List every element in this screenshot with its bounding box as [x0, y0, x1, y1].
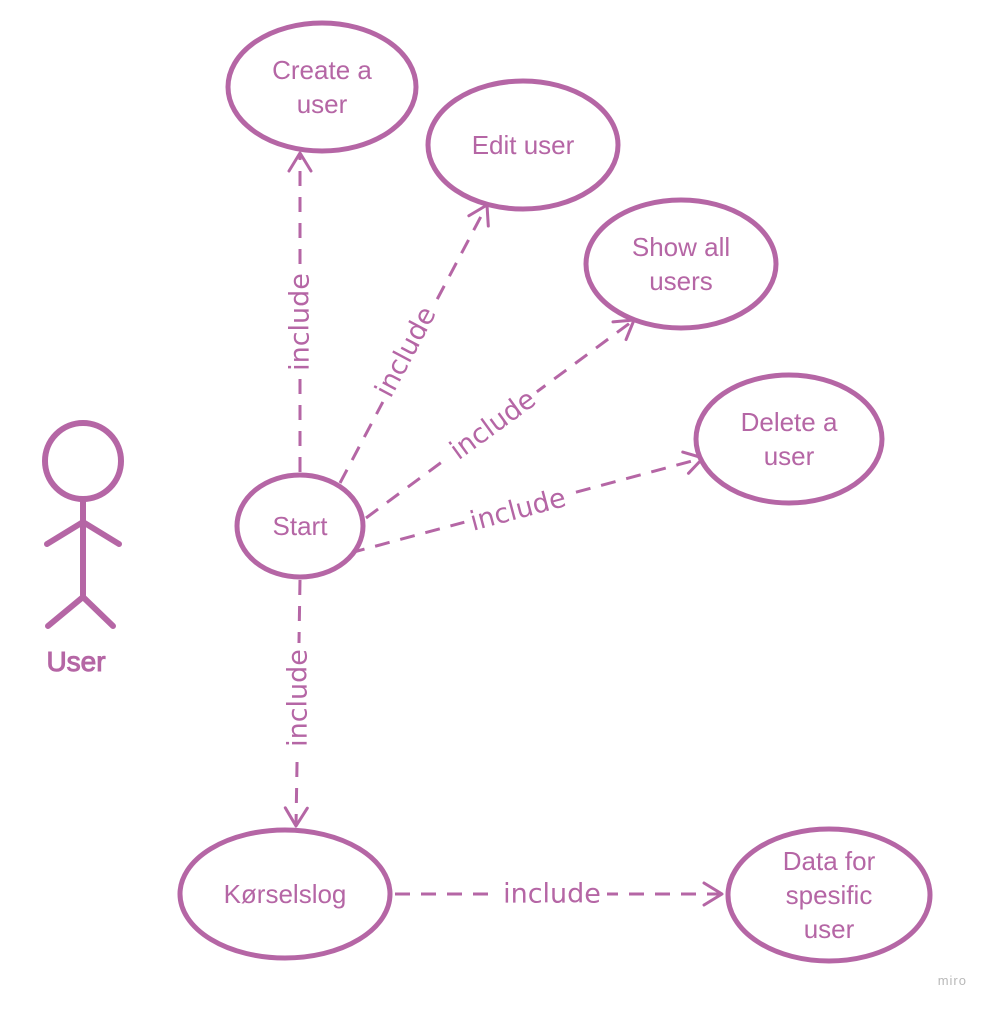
actor-name: User [46, 646, 105, 677]
use-case-ellipse [234, 472, 366, 580]
relation-label-text: include [283, 649, 314, 747]
relation-start-korselslog[interactable]: include [281, 579, 315, 828]
label-background [283, 267, 317, 377]
use-case-korselslog[interactable]: Kørselslog [177, 827, 393, 961]
relation-start-delete[interactable]: include [349, 450, 705, 555]
use-case-showall[interactable]: Show all users [583, 197, 779, 331]
actor-leg-right [80, 594, 116, 629]
use-case-label: Start [273, 511, 329, 541]
use-case-edit[interactable]: Edit user [425, 78, 621, 212]
use-case-delete[interactable]: Delete a user [693, 372, 885, 506]
use-case-ellipse [225, 20, 419, 154]
label-background [497, 877, 607, 911]
use-case-label: user [764, 441, 815, 471]
use-case-label: Create a [272, 55, 372, 85]
actor-arm-left [44, 519, 86, 547]
use-case-label: Delete a [741, 407, 838, 437]
relation-label: include [460, 479, 576, 541]
relation-label: include [281, 643, 315, 753]
use-case-label: user [804, 914, 855, 944]
relation-label: include [365, 295, 447, 409]
arrowhead-icon [702, 881, 724, 907]
relation-label-text: include [467, 482, 570, 537]
relation-korselslog-data[interactable]: include [395, 877, 724, 911]
arrowhead-icon [287, 151, 313, 173]
relation-label-text: include [285, 273, 316, 371]
use-case-start[interactable]: Start [234, 472, 366, 580]
label-background [438, 378, 548, 472]
use-case-create[interactable]: Create a user [225, 20, 419, 154]
use-case-label: users [649, 266, 713, 296]
use-case-ellipse [177, 827, 393, 961]
label-background [281, 643, 315, 753]
relation-label: include [438, 378, 548, 472]
actor-user[interactable]: User [42, 420, 124, 678]
relation-label-text: include [444, 384, 541, 467]
label-background [365, 295, 447, 409]
actor-head [42, 420, 124, 502]
relation-label: include [497, 877, 607, 911]
arrowhead-icon [611, 318, 636, 342]
use-case-label: user [297, 89, 348, 119]
use-case-ellipse [425, 78, 621, 212]
relation-start-create[interactable]: include [283, 151, 317, 472]
use-case-data[interactable]: Data for spesific user [725, 826, 933, 964]
use-case-label: spesific [786, 880, 873, 910]
use-case-ellipse [583, 197, 779, 331]
actor-arm-right [80, 519, 122, 547]
relation-label: include [283, 267, 317, 377]
actor-leg-left [45, 594, 86, 629]
miro-watermark: miro [937, 973, 967, 988]
relation-label-text: include [503, 879, 601, 910]
arrowhead-icon [283, 806, 309, 828]
use-case-label: Kørselslog [224, 879, 347, 909]
use-case-ellipse [693, 372, 885, 506]
use-case-label: Edit user [472, 130, 575, 160]
use-case-label: Show all [632, 232, 730, 262]
label-background [460, 479, 576, 541]
use-case-label: Data for [783, 846, 876, 876]
use-case-ellipse [725, 826, 933, 964]
